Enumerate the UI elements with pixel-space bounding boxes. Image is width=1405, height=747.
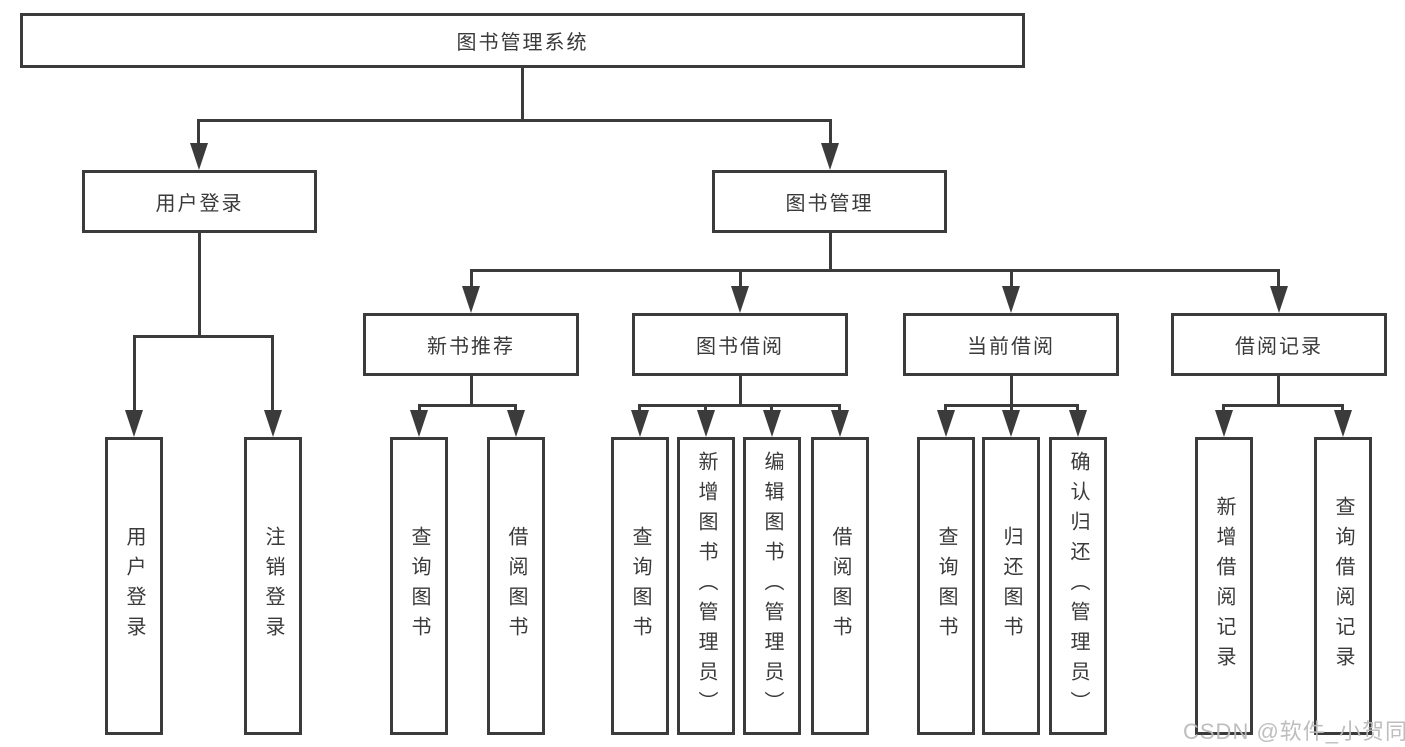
node-book-management: 图书管理 xyxy=(712,170,947,233)
node-library-management-system: 图书管理系统 xyxy=(20,13,1025,68)
connector-borrowrecord-rail xyxy=(1222,404,1344,407)
connector-shaft-bb2 xyxy=(704,404,707,414)
leaf-label: 查询借阅记录 xyxy=(1332,496,1354,676)
connector-shaft-bb4 xyxy=(838,404,841,414)
csdn-watermark: CSDN @软件_小贺同学 xyxy=(1183,719,1405,744)
arrowhead-leaf-userlogin xyxy=(125,410,143,437)
connector-newbook-rail xyxy=(418,404,517,407)
connector-shaft-cb1 xyxy=(944,404,947,414)
connector-shaft-currentborrow xyxy=(1010,269,1013,289)
connector-shaft-borrowrecord xyxy=(1277,269,1280,289)
leaf-user-login: 用户登录 xyxy=(105,437,163,735)
connector-shaft-nb1 xyxy=(418,404,421,414)
arrowhead-cb1 xyxy=(937,410,955,437)
connector-bookmgmt-stem xyxy=(829,233,832,272)
leaf-label: 新增借阅记录 xyxy=(1213,496,1235,676)
arrowhead-br1 xyxy=(1215,410,1233,437)
connector-shaft-br2 xyxy=(1341,404,1344,414)
connector-shaft-leaf-userlogin xyxy=(133,335,136,412)
connector-level3-rail xyxy=(470,269,1280,272)
leaf-label: 注销登录 xyxy=(262,526,284,646)
leaf-query-borrow-record: 查询借阅记录 xyxy=(1314,437,1372,735)
node-label: 当前借阅 xyxy=(967,336,1055,358)
connector-level2-rail xyxy=(197,119,832,122)
leaf-query-book-current: 查询图书 xyxy=(917,437,975,735)
arrowhead-cb3 xyxy=(1069,410,1087,437)
connector-root-stem xyxy=(521,68,524,122)
connector-bookborrow-rail xyxy=(638,404,841,407)
connector-shaft-bb3 xyxy=(770,404,773,414)
arrowhead-bookborrow xyxy=(731,286,749,313)
arrowhead-bb3 xyxy=(763,410,781,437)
node-label: 用户登录 xyxy=(155,193,244,215)
node-current-borrow: 当前借阅 xyxy=(903,313,1119,376)
arrowhead-bb2 xyxy=(697,410,715,437)
leaf-label: 确认归还（管理员） xyxy=(1067,451,1089,721)
leaf-label: 借阅图书 xyxy=(829,526,851,646)
node-label: 图书管理系统 xyxy=(456,32,589,54)
connector-shaft-nb2 xyxy=(514,404,517,414)
node-user-login: 用户登录 xyxy=(82,170,317,233)
leaf-label: 查询图书 xyxy=(408,526,430,646)
connector-userlogin-rail xyxy=(133,335,274,338)
leaf-label: 新增图书（管理员） xyxy=(695,451,717,721)
connector-shaft-newbook xyxy=(470,269,473,289)
node-label: 图书借阅 xyxy=(696,336,784,358)
arrowhead-nb2 xyxy=(507,410,525,437)
leaf-query-book-newbook: 查询图书 xyxy=(390,437,448,735)
node-label: 新书推荐 xyxy=(427,336,515,358)
leaf-label: 借阅图书 xyxy=(505,526,527,646)
connector-borrowrecord-stem xyxy=(1277,376,1280,407)
node-label: 借阅记录 xyxy=(1235,336,1323,358)
leaf-add-borrow-record: 新增借阅记录 xyxy=(1195,437,1253,735)
connector-shaft-user-login xyxy=(197,119,200,145)
connector-newbook-stem xyxy=(470,376,473,407)
leaf-label: 查询图书 xyxy=(935,526,957,646)
leaf-confirm-return-admin: 确认归还（管理员） xyxy=(1049,437,1107,735)
leaf-label: 编辑图书（管理员） xyxy=(761,451,783,721)
leaf-return-book: 归还图书 xyxy=(982,437,1040,735)
arrowhead-user-login xyxy=(190,143,208,170)
arrowhead-book-management xyxy=(821,143,839,170)
node-label: 图书管理 xyxy=(785,193,874,215)
node-borrow-record: 借阅记录 xyxy=(1171,313,1387,376)
connector-shaft-bb1 xyxy=(638,404,641,414)
connector-userlogin-stem xyxy=(198,233,201,338)
arrowhead-nb1 xyxy=(410,410,428,437)
arrowhead-bb4 xyxy=(831,410,849,437)
arrowhead-br2 xyxy=(1334,410,1352,437)
arrowhead-cb2 xyxy=(1002,410,1020,437)
connector-shaft-book-management xyxy=(829,119,832,145)
node-book-borrow: 图书借阅 xyxy=(632,313,848,376)
connector-shaft-cb3 xyxy=(1076,404,1079,414)
connector-shaft-bookborrow xyxy=(739,269,742,289)
leaf-borrow-book: 借阅图书 xyxy=(811,437,869,735)
leaf-query-book-borrow: 查询图书 xyxy=(611,437,669,735)
connector-bookborrow-stem xyxy=(739,376,742,407)
arrowhead-leaf-logout xyxy=(264,410,282,437)
connector-shaft-cb2 xyxy=(1010,404,1013,414)
node-new-book-recommend: 新书推荐 xyxy=(363,313,579,376)
arrowhead-newbook xyxy=(462,286,480,313)
leaf-borrow-book-newbook: 借阅图书 xyxy=(487,437,545,735)
connector-shaft-leaf-logout xyxy=(271,335,274,412)
leaf-logout: 注销登录 xyxy=(244,437,302,735)
leaf-edit-book-admin: 编辑图书（管理员） xyxy=(743,437,801,735)
leaf-label: 查询图书 xyxy=(629,526,651,646)
connector-currentborrow-stem xyxy=(1010,376,1013,407)
arrowhead-currentborrow xyxy=(1002,286,1020,313)
arrowhead-borrowrecord xyxy=(1270,286,1288,313)
connector-shaft-br1 xyxy=(1222,404,1225,414)
leaf-label: 用户登录 xyxy=(123,526,145,646)
arrowhead-bb1 xyxy=(631,410,649,437)
leaf-label: 归还图书 xyxy=(1000,526,1022,646)
leaf-add-book-admin: 新增图书（管理员） xyxy=(677,437,735,735)
